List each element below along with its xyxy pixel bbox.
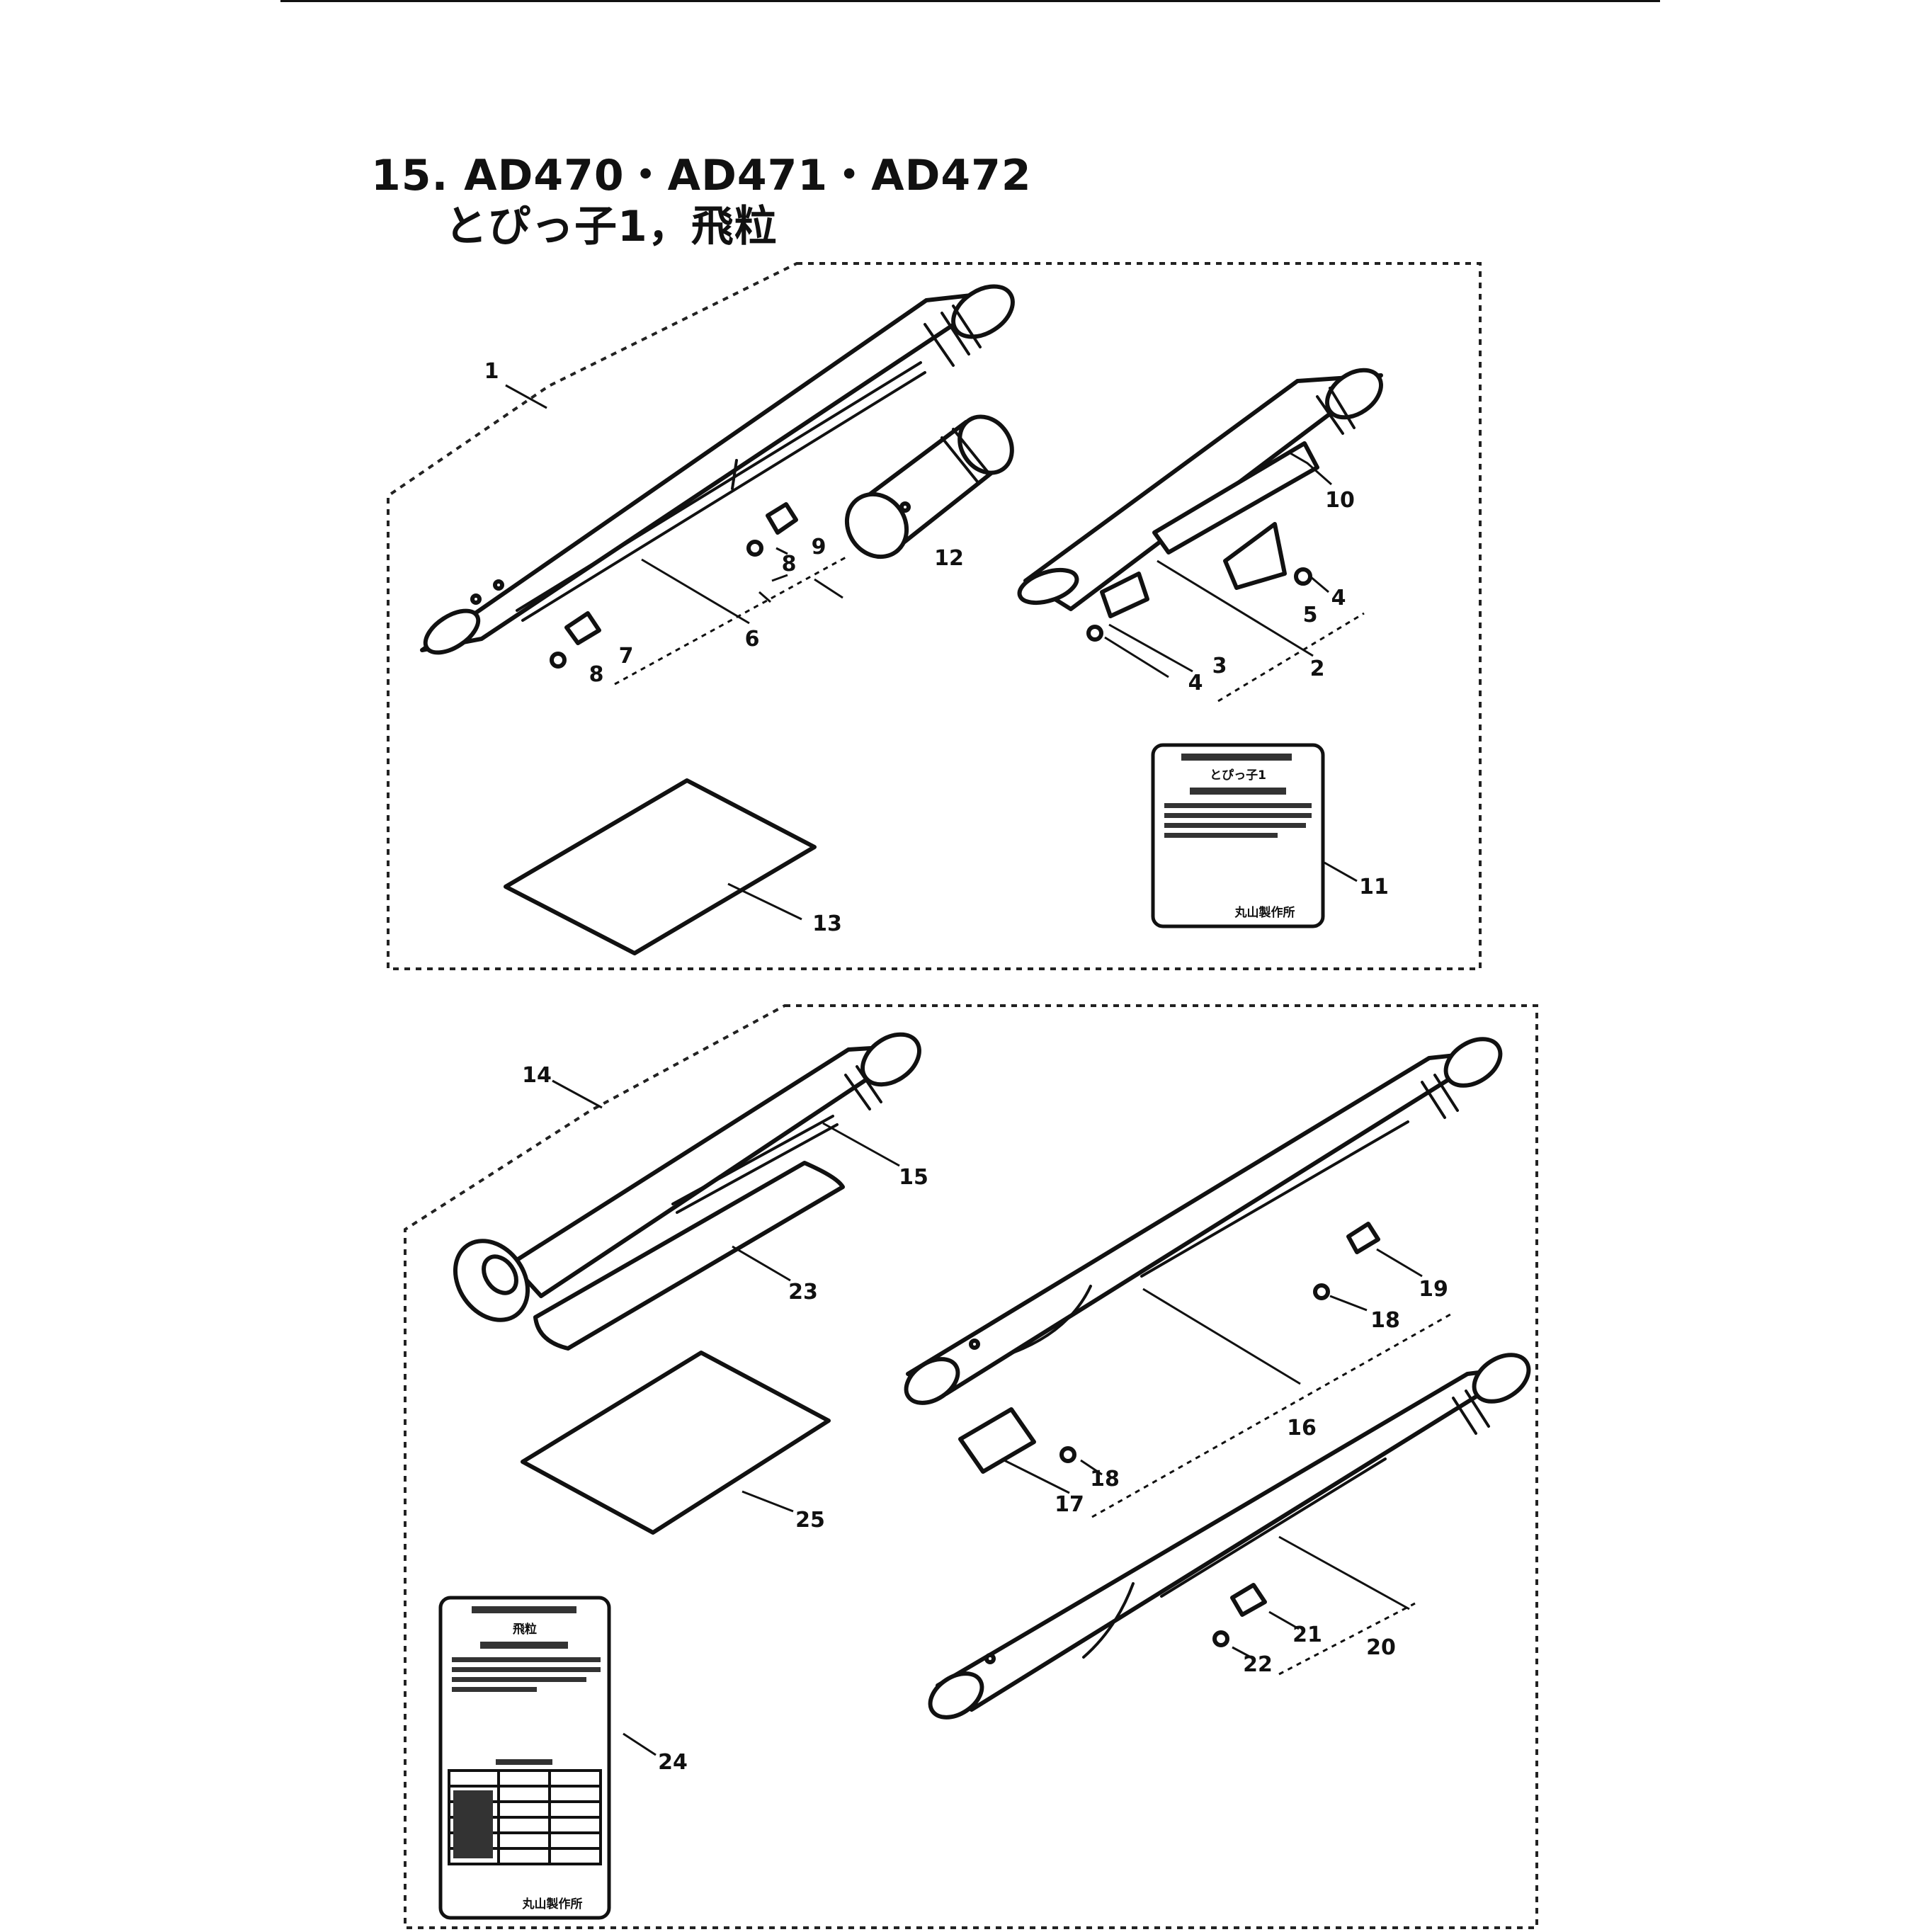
part-24-spec-label: 飛粒 丸山製作所 [438,1596,611,1920]
callout-3: 3 [1212,654,1227,678]
label-11-footer: 丸山製作所 [1234,905,1295,920]
leader-13 [727,882,802,921]
leader-14 [552,1079,603,1109]
callout-22: 22 [1243,1652,1273,1677]
callout-8-left: 8 [589,662,604,687]
callout-18-right: 18 [1370,1308,1400,1333]
leader-17-18 [1001,1457,1103,1494]
leader-1 [505,384,547,409]
callout-13: 13 [812,911,842,936]
part-13-sheet [504,778,817,955]
title-model-line: 15. AD470・AD471・AD472 [371,151,1032,200]
callout-11: 11 [1359,875,1389,899]
part-12-sleeve [844,414,1014,559]
callout-21: 21 [1292,1623,1322,1647]
leader-23 [732,1245,791,1282]
callout-4-left: 4 [1188,671,1203,695]
part-7-clip [550,611,601,669]
callout-8-right: 8 [782,552,797,576]
callout-numbers: 1 6 7 8 9 8 12 10 4 5 2 3 4 13 11 14 15 … [484,359,1448,1775]
callout-1: 1 [484,359,499,384]
leader-2-5 [1157,559,1329,657]
callout-20: 20 [1366,1635,1396,1660]
leader-15 [822,1122,900,1167]
leader-12 [814,578,843,599]
leader-11 [1324,861,1358,882]
callout-24: 24 [658,1750,688,1775]
callout-9: 9 [812,535,826,559]
bracket-6-group [614,555,848,686]
leader-3-4 [1104,623,1193,678]
callout-7: 7 [619,644,634,669]
callout-15: 15 [899,1165,928,1190]
part-20-pipe-assembly [928,1353,1531,1720]
callout-4-right: 4 [1331,586,1346,610]
top-rule [280,0,1660,2]
label-24-footer: 丸山製作所 [522,1897,583,1911]
callout-18-left: 18 [1090,1467,1120,1491]
leader-6-9 [641,547,788,625]
callout-2: 2 [1310,657,1325,681]
part-2-nozzle-assembly [1017,368,1383,642]
leader-24 [623,1732,657,1756]
callout-17: 17 [1055,1492,1084,1517]
callout-16: 16 [1287,1416,1317,1441]
part-9-clip [746,502,798,557]
part-25-sheet [521,1351,831,1535]
callout-12: 12 [934,546,964,571]
leader-25 [741,1490,794,1513]
callout-5: 5 [1303,603,1318,627]
part-23-half-pipe [533,1161,845,1351]
bracket-2-group [1217,612,1365,703]
part-1-nozzle-pipe [420,284,1015,655]
callout-6: 6 [745,627,760,652]
lower-group-frame [404,1004,1538,1929]
label-24-header: 飛粒 [512,1622,537,1637]
callout-23: 23 [788,1280,818,1305]
part-14-pipe-assembly [453,1032,921,1322]
part-16-pipe-assembly [904,1037,1503,1474]
part-11-warning-label: とぴっ子1 丸山製作所 [1151,743,1325,928]
leader-20-22 [1232,1535,1410,1660]
leader-10 [1290,452,1332,486]
callout-19: 19 [1419,1277,1448,1302]
callout-14: 14 [522,1063,552,1088]
page-title: 15. AD470・AD471・AD472 とぴっ子1，飛粒 [371,150,1032,252]
callout-25: 25 [795,1508,825,1533]
callout-10: 10 [1325,488,1355,513]
upper-group-frame [387,262,1482,970]
leader-16-19 [1142,1248,1423,1385]
title-product-line: とぴっ子1，飛粒 [445,202,778,251]
label-11-header: とぴっ子1 [1210,768,1266,783]
